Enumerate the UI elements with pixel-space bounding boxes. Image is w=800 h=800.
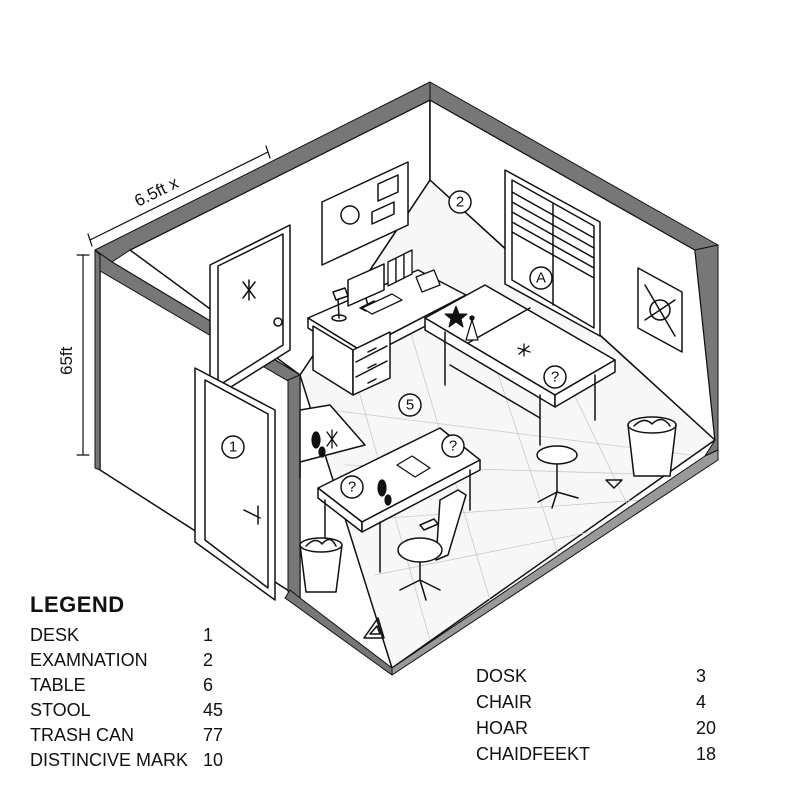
legend-value: 2 (203, 650, 214, 670)
marker-label-1: 1 (229, 439, 237, 456)
legend-value: 3 (696, 666, 707, 686)
legend-value: 45 (203, 700, 224, 720)
marker-circle-5 (398, 393, 422, 417)
legend-label: STOOL (30, 700, 91, 720)
legend-label: DISTINCIVE MARK (30, 750, 189, 770)
legend-label: TRASH CAN (30, 725, 135, 745)
asterisk-mark-icon (242, 279, 256, 301)
examination-table (424, 284, 616, 446)
question-marker-table (543, 365, 567, 389)
asterisk-mark-icon (517, 343, 531, 357)
office-chair (397, 489, 467, 601)
height-dimension-label: 65ft (57, 346, 76, 375)
front-low-wall-right (391, 449, 719, 676)
question-label-table: ? (551, 369, 559, 386)
wall-edge-corner (287, 374, 301, 599)
stool (536, 445, 579, 509)
front-door (194, 367, 276, 601)
marker-circle-1 (221, 435, 245, 459)
width-dimension-label: 6.5ft x (131, 173, 181, 211)
window (504, 169, 601, 337)
legend-label: DESK (30, 625, 80, 645)
bell-icon (465, 315, 479, 341)
legend-value: 10 (203, 750, 224, 770)
legend-value: 20 (696, 718, 717, 738)
legend-value: 1 (203, 625, 214, 645)
legend-label: CHAIR (476, 692, 533, 712)
star-icon (444, 305, 468, 328)
question-label-counter: ? (449, 438, 457, 455)
legend-label: DOSK (476, 666, 528, 686)
trash-can (627, 416, 677, 477)
question-label-front: ? (348, 479, 356, 496)
legend-value: 6 (203, 675, 214, 695)
marker-label-a: A (536, 270, 546, 287)
legend-label: TABLE (30, 675, 86, 695)
binders (387, 249, 413, 287)
bulletin-board (321, 161, 409, 266)
legend-label: CHAIDFEEKT (476, 744, 591, 764)
marker-circle-a (529, 266, 553, 290)
asterisk-mark-icon (326, 429, 338, 449)
question-marker-front (340, 475, 364, 499)
legend-value: 18 (696, 744, 717, 764)
tablet (415, 269, 441, 293)
legend-value: 4 (696, 692, 707, 712)
question-marker-counter (441, 434, 465, 458)
legend-label: HOAR (476, 718, 529, 738)
back-door (209, 224, 291, 401)
marker-label-2: 2 (456, 194, 464, 211)
legend-title: LEGEND (30, 592, 125, 617)
wall-edge-left (94, 249, 101, 471)
triangle-mark-icon (605, 479, 623, 489)
paper-sheet (396, 455, 431, 478)
arrow-poster (637, 267, 683, 353)
marker-circle-2 (448, 190, 472, 214)
footprint-icon (311, 431, 326, 458)
desk-lamp (331, 287, 349, 322)
footprint-icon (377, 479, 392, 506)
keyboard (361, 293, 403, 315)
marker-label-5: 5 (406, 397, 414, 414)
legend-label: EXAMNATION (30, 650, 148, 670)
trash-can (299, 537, 343, 593)
legend-value: 77 (203, 725, 224, 745)
dimension-line-width (89, 151, 269, 241)
triangle-ruler-icon (363, 617, 385, 639)
